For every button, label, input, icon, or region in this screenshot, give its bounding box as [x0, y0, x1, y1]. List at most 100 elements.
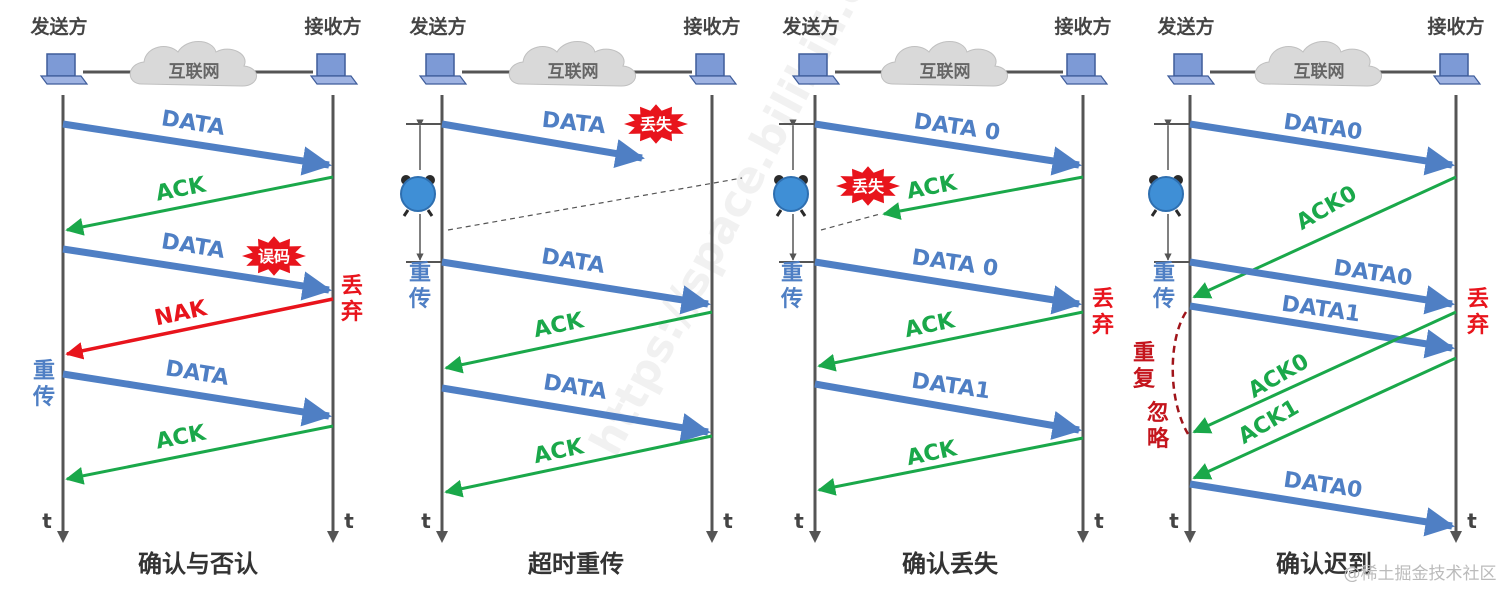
receiver-computer-icon	[1059, 53, 1109, 85]
laptop-base-icon	[1432, 75, 1482, 85]
data-arrow	[62, 245, 332, 301]
time-label: t	[1169, 509, 1179, 533]
laptop-screen-icon	[798, 53, 828, 77]
data-arrow	[441, 120, 645, 169]
laptop-screen-icon	[1173, 53, 1203, 77]
receiver-time-arrow-icon	[1077, 531, 1089, 543]
discard-note-text: 丢弃	[1467, 287, 1489, 338]
retransmit-note: 重传	[408, 261, 431, 312]
burst-icon	[242, 236, 306, 276]
receiver-time-arrow-icon	[327, 531, 339, 543]
sender-label: 发送方	[1156, 15, 1214, 38]
duplicate-note: 重复	[1132, 341, 1156, 392]
timer-clock-icon	[400, 175, 436, 217]
discard-note: 丢弃	[1092, 287, 1114, 338]
ack-label: ACK0	[1244, 349, 1313, 403]
retransmit-note: 重传	[1152, 261, 1175, 312]
ack-label: ACK	[154, 420, 209, 454]
ignore-note-text: 忽略	[1147, 400, 1170, 452]
error-burst: 误码	[242, 236, 306, 276]
laptop-base-icon	[39, 75, 89, 85]
sender-label: 发送方	[408, 15, 466, 38]
data-label: DATA1	[910, 369, 992, 405]
data-arrow	[814, 120, 1082, 176]
laptop-screen-icon	[316, 53, 346, 77]
ack-arrow	[1192, 175, 1457, 299]
receiver-computer-icon	[1432, 53, 1482, 85]
retransmit-note: 重传	[780, 261, 803, 312]
laptop-base-icon	[688, 75, 738, 85]
ack-label: ACK1	[1234, 395, 1303, 449]
cloud-icon	[508, 41, 636, 87]
laptop-base-icon	[418, 75, 468, 85]
timer-clock-icon	[1148, 175, 1184, 217]
cloud-icon	[880, 41, 1008, 87]
ack-arrow	[882, 175, 1084, 220]
ignore-dashed-curve	[1171, 311, 1190, 435]
burst-icon	[836, 166, 900, 206]
cloud-icon	[1254, 41, 1382, 87]
clock-face	[400, 176, 436, 212]
data-label: DATA	[160, 229, 227, 264]
laptop-base-icon	[791, 75, 841, 85]
timeout-dashed-line	[820, 213, 881, 231]
receiver-label: 接收方	[683, 15, 740, 38]
sender-time-arrow-icon	[1184, 531, 1196, 543]
duplicate-note-text: 重复	[1132, 341, 1156, 392]
receiver-computer-icon	[688, 53, 738, 85]
clock-leg	[426, 209, 434, 217]
ignore-note: 忽略	[1147, 400, 1170, 452]
retransmit-note-text: 重传	[1152, 261, 1175, 312]
retransmit-note-text: 重传	[32, 359, 55, 410]
error-burst: 丢失	[624, 104, 688, 144]
timer-clock-icon	[773, 175, 809, 217]
discard-note-text: 丢弃	[1092, 287, 1114, 338]
data-arrow	[441, 258, 711, 315]
laptop-screen-icon	[46, 53, 76, 77]
ack-arrow	[444, 434, 713, 498]
receiver-label: 接收方	[304, 15, 361, 38]
receiver-label: 接收方	[1054, 15, 1111, 38]
ack-label: ACK	[904, 436, 959, 471]
data-label: DATA	[540, 244, 607, 279]
laptop-base-icon	[309, 75, 359, 85]
cloud-label: 互联网	[548, 62, 599, 82]
data-label: DATA	[160, 106, 227, 141]
clock-leg	[775, 209, 783, 217]
sender-label: 发送方	[29, 15, 87, 38]
cloud-icon	[129, 41, 257, 87]
internet-cloud: 互联网	[508, 41, 636, 87]
sender-time-arrow-icon	[809, 531, 821, 543]
sender-label: 发送方	[781, 15, 839, 38]
discard-note-text: 丢弃	[341, 274, 363, 325]
laptop-base-icon	[1166, 75, 1216, 85]
nak-arrow	[65, 297, 334, 360]
internet-cloud: 互联网	[1254, 41, 1382, 87]
retransmit-note-text: 重传	[408, 261, 431, 312]
clock-leg	[402, 209, 410, 217]
data-arrow	[1189, 302, 1455, 359]
time-label: t	[344, 509, 354, 533]
retransmit-note: 重传	[32, 359, 55, 410]
time-label: t	[1467, 509, 1477, 533]
ack-label: ACK0	[1292, 181, 1361, 235]
ack-arrow	[65, 424, 334, 485]
ack-arrow	[444, 310, 713, 374]
data-arrow	[1189, 258, 1455, 315]
panel-title: 确认迟到	[1276, 550, 1372, 578]
data-arrow	[62, 370, 332, 427]
footer-watermark: @稀土掘金技术社区	[1344, 564, 1497, 584]
laptop-screen-icon	[1066, 53, 1096, 77]
clock-face	[773, 176, 809, 212]
data-arrow	[441, 384, 711, 443]
ack-label: ACK	[154, 172, 209, 206]
burst-label: 误码	[258, 247, 290, 266]
ack-arrow	[817, 310, 1084, 372]
panel-title: 确认与否认	[138, 550, 258, 578]
ack-label: ACK	[531, 308, 586, 343]
retransmit-note-text: 重传	[780, 261, 803, 312]
sender-computer-icon	[39, 53, 89, 85]
time-label: t	[1094, 509, 1104, 533]
time-label: t	[794, 509, 804, 533]
receiver-time-arrow-icon	[1450, 531, 1462, 543]
